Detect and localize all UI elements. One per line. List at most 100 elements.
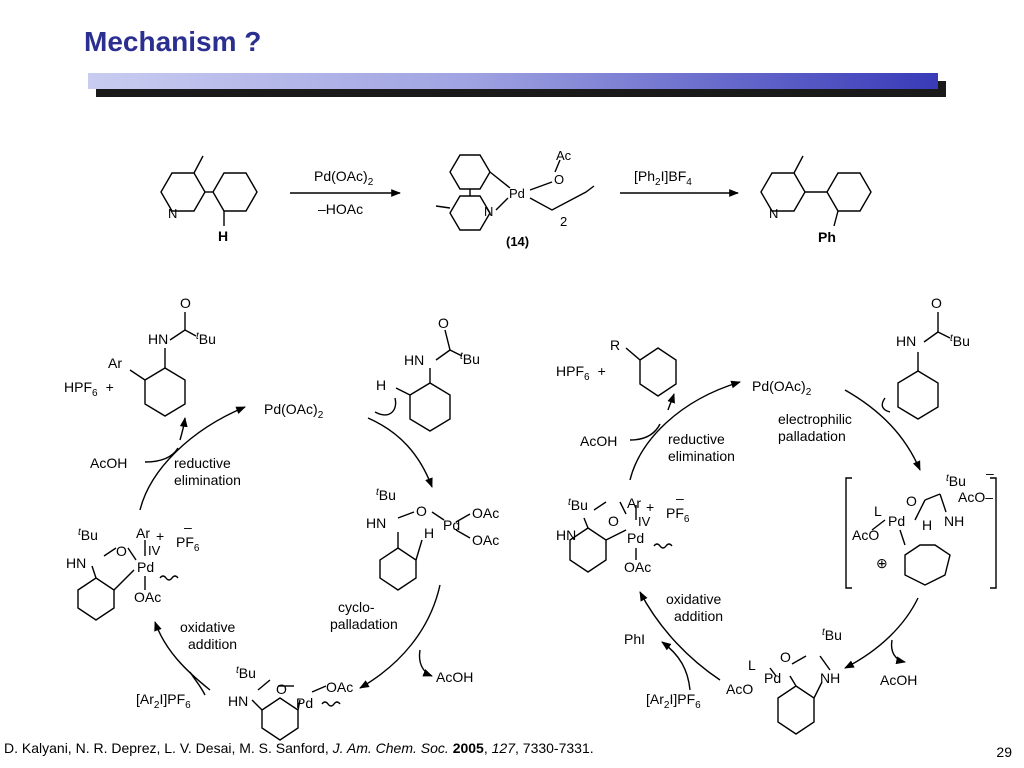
left-pdiv-pf6-label: PF6 [176,534,200,554]
right-wheland-aco-label: AcO– [958,489,993,505]
left-pdii-tbu-label: tBu [376,487,396,503]
arrow2-reagent-label: [Ph2I]BF4 [634,168,692,188]
right-arrow-to-palladacycle [844,597,919,669]
left-pdiv-hn-label: HN [66,555,86,571]
right-electrophilic-label: electrophilic [778,411,852,427]
citation-volume: 127 [491,740,515,756]
citation-journal: J. Am. Chem. Soc. [332,740,449,756]
left-catalyst-label: Pd(OAc)2 [264,401,324,421]
right-wheland-h-label: H [922,517,932,533]
product-ph-group: Ph [818,229,836,245]
right-arrow-product-out [667,393,675,411]
left-pdiv-minus-label: – [184,519,192,535]
left-palladacycle-structure [251,679,341,741]
right-pd-ii-palladacycle-structure [769,655,831,735]
title-underline-bar [88,73,948,97]
right-product-r-label: R [610,337,620,353]
right-arrow-acoh-release [890,639,906,665]
left-pdiv-iv-label: IV [148,543,161,558]
left-substrate-tbu-label: tBu [460,351,480,367]
right-arrow-oxidative [639,591,721,681]
left-pdiv-oac-label: OAc [134,589,161,605]
left-arrow-oxidative [154,621,211,691]
right-pdiv-minus-label: – [676,490,684,506]
left-palladation-label: palladation [330,616,398,632]
right-reductive-label: reductive [668,431,725,447]
left-reductive-label: reductive [174,455,231,471]
left-addition-label: addition [188,636,237,652]
left-pd-iv-complex-structure [77,540,179,621]
left-arrow-acoh-out [144,447,179,463]
right-product-structure [625,347,677,397]
right-oxidative-label: oxidative [666,591,721,607]
right-acoh-release-label: AcOH [880,672,917,688]
left-pc-pd-label: Pd [296,695,313,711]
right-wheland-l-label: L [874,503,882,519]
left-substrate-o-label: O [438,315,449,331]
left-pdii-pd-label: Pd [443,517,460,533]
citation-authors: D. Kalyani, N. R. Deprez, L. V. Desai, M… [4,740,333,756]
left-pdii-hn-label: HN [366,515,386,531]
left-product-ar-label: Ar [108,355,122,371]
right-arrow-reductive [629,380,741,481]
inter-o-atom: O [554,172,564,187]
right-pdiv-pd-label: Pd [627,530,644,546]
start-material-structure [160,155,258,226]
inter-n-atom: N [484,204,493,219]
page-number: 29 [996,744,1012,760]
left-arrow-substrate-in [367,417,433,488]
left-pc-hn-label: HN [228,693,248,709]
inter-pd-atom: Pd [509,186,525,201]
right-pc-nh-label: NH [820,670,840,686]
start-n-atom: N [168,206,177,221]
right-wheland-bracket [845,477,997,589]
right-addition-label: addition [674,608,723,624]
right-wheland-nh-label: NH [944,513,964,529]
left-pd-ii-complex-structure [379,511,471,591]
left-arrow-acoh-release [418,649,433,677]
left-pdii-oac-top-label: OAc [472,505,499,521]
title-bar-gradient [88,73,938,89]
left-substrate-hn-label: HN [404,352,424,368]
right-pdiv-tbu-label: tBu [568,497,588,513]
left-pdii-o-label: O [416,503,427,519]
right-oxidant-label: [Ar2I]PF6 [646,691,701,711]
compound-14-label: (14) [506,234,529,249]
left-oxidative-label: oxidative [180,619,235,635]
citation: D. Kalyani, N. R. Deprez, L. V. Desai, M… [4,740,594,756]
left-pdiv-plus-label: + [156,528,164,544]
right-arrow-phi-out [661,641,691,691]
left-pc-oac-label: OAc [326,679,353,695]
right-pc-tbu-label: tBu [822,627,842,643]
left-product-o-label: O [180,295,191,311]
right-wheland-pd-label: Pd [888,513,905,529]
arrow1-byproduct-label: –HOAc [318,201,363,217]
right-pd-iv-complex-structure [569,501,673,573]
left-product-hn-label: HN [148,331,168,347]
right-phi-label: PhI [624,631,645,647]
right-pdiv-o-label: O [608,513,619,529]
left-elimination-label: elimination [174,472,241,488]
right-pdiv-plus-label: + [646,499,654,515]
right-pc-l-label: L [748,657,756,673]
right-pc-pd-label: Pd [764,670,781,686]
right-pdiv-hn-label: HN [556,527,576,543]
right-arrow-acoh-out [629,423,661,441]
arrow1-reagent-label: Pd(OAc)2 [314,168,374,188]
citation-year: 2005 [452,740,484,756]
left-arrow-oxidant-in [189,671,206,696]
right-hpf6-label: HPF6+ [556,363,606,383]
left-pdii-oac-bottom-label: OAc [472,532,499,548]
right-catalyst-label: Pd(OAc)2 [752,378,812,398]
right-substrate-hn-label: HN [896,333,916,349]
right-wheland-o-label: O [906,493,917,509]
left-pdiv-pd-label: Pd [137,559,154,575]
right-substrate-structure [897,312,951,420]
left-pc-tbu-label: tBu [236,665,256,681]
left-pdiv-ar-label: Ar [136,525,150,541]
right-substrate-o-label: O [931,295,942,311]
slide-title: Mechanism ? [84,26,262,57]
left-substrate-structure [395,329,463,432]
right-pdiv-iv-label: IV [638,514,651,529]
start-h-atom: H [218,228,228,244]
